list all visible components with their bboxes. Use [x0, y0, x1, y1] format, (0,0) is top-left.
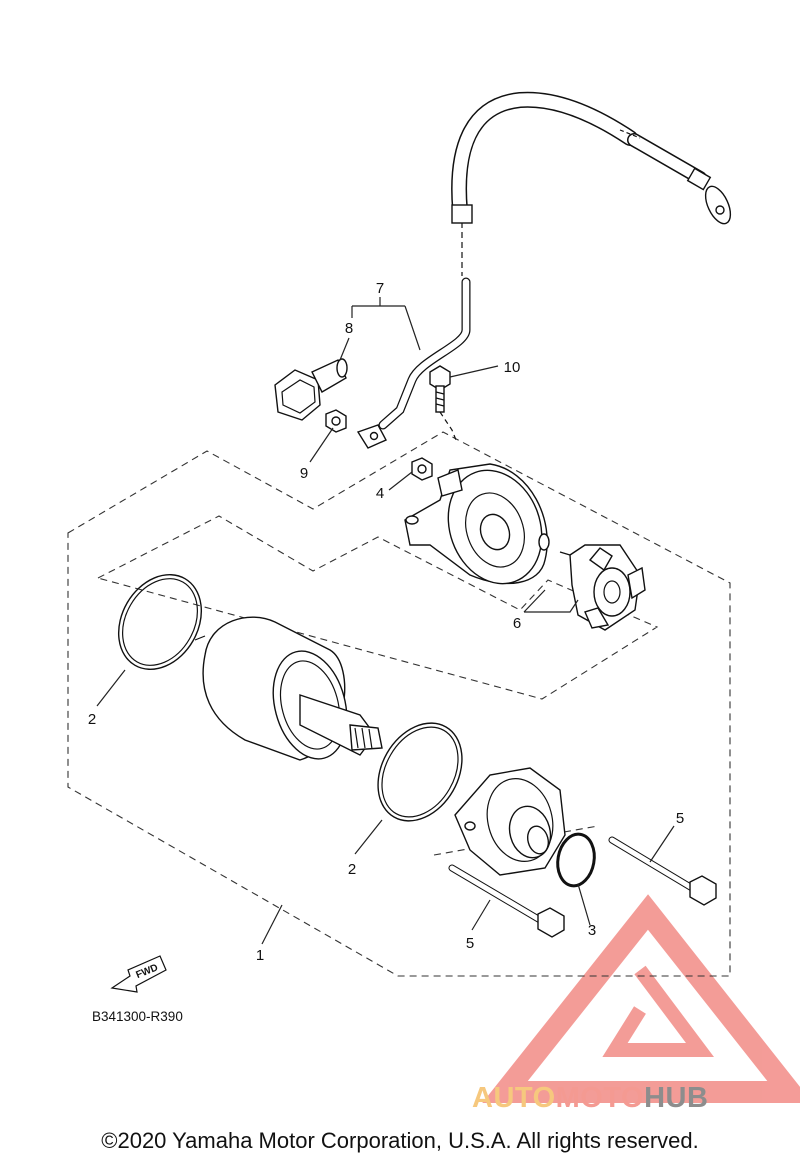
callout-10: 10 — [504, 359, 521, 376]
o-ring-part-middle — [377, 722, 463, 822]
brush-holder-part — [538, 533, 646, 631]
through-bolt-part-left — [448, 864, 565, 938]
rear-cover-housing — [404, 463, 548, 585]
callout-8: 8 — [345, 320, 353, 337]
through-bolt-part-right — [608, 836, 717, 906]
callout-5-right: 5 — [676, 810, 684, 827]
watermark-auto: AUTO — [472, 1082, 556, 1114]
o-ring-part-upper — [117, 574, 203, 670]
callout-9: 9 — [300, 465, 308, 482]
callout-7: 7 — [376, 280, 384, 297]
starter-lead-wire — [356, 91, 732, 449]
watermark-logo-icon — [482, 894, 800, 1103]
nut-part-4 — [411, 457, 433, 481]
callout-6: 6 — [513, 615, 521, 632]
assembly-boundary-outlines — [67, 431, 731, 977]
diagram-reference-code: B341300-R390 — [92, 1009, 183, 1024]
front-cover-housing — [454, 767, 566, 876]
callout-1: 1 — [256, 947, 264, 964]
starter-motor-body — [194, 616, 383, 761]
callout-5-left: 5 — [466, 935, 474, 952]
watermark-moto: MOTO — [555, 1082, 645, 1114]
watermark-hub: HUB — [644, 1082, 709, 1114]
callout-labels: 1 2 2 3 4 5 5 6 7 8 9 10 — [88, 280, 684, 964]
watermark-text: AUTOMOTOHUB — [472, 1082, 792, 1115]
callout-2-middle: 2 — [348, 861, 356, 878]
callout-4: 4 — [376, 485, 384, 502]
nut-part-9 — [325, 409, 347, 433]
callout-2-upper: 2 — [88, 711, 96, 728]
bolt-part-10 — [429, 365, 457, 441]
fwd-arrow-icon: FWD — [110, 955, 167, 993]
o-ring-part-3 — [556, 832, 596, 888]
terminal-cap-part — [274, 358, 348, 421]
copyright-notice: ©2020 Yamaha Motor Corporation, U.S.A. A… — [101, 1128, 699, 1153]
callout-3: 3 — [588, 922, 596, 939]
callout-leader-lines — [96, 297, 675, 945]
